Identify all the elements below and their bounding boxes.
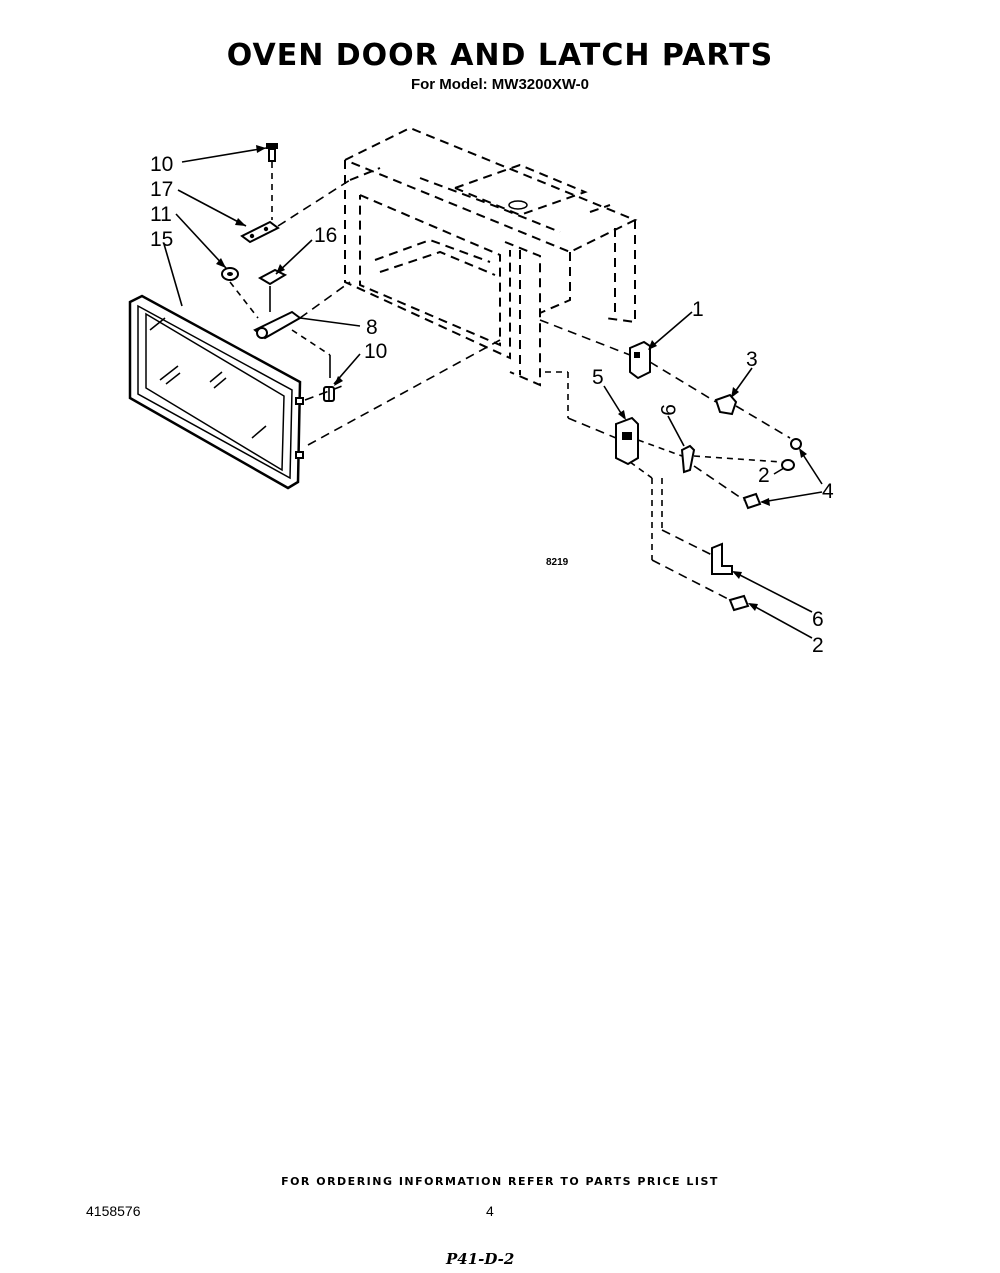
callout-17: 17 xyxy=(150,178,173,201)
callout-16: 16 xyxy=(314,224,337,247)
callout-3: 3 xyxy=(746,348,758,371)
callout-11: 11 xyxy=(150,203,172,226)
leader-lines xyxy=(163,145,823,639)
callout-10-top: 10 xyxy=(150,153,173,176)
page-title: OVEN DOOR AND LATCH PARTS xyxy=(226,38,774,73)
callout-6: 6 xyxy=(812,608,824,631)
ordering-note: FOR ORDERING INFORMATION REFER TO PARTS … xyxy=(281,1175,719,1188)
handwritten-note: P41-D-2 xyxy=(446,1250,515,1268)
callout-15: 15 xyxy=(150,228,173,251)
model-subtitle: For Model: MW3200XW-0 xyxy=(0,76,1000,93)
door-assembly xyxy=(128,294,304,490)
callout-2-lower: 2 xyxy=(812,634,824,657)
callout-8: 8 xyxy=(366,316,378,339)
figure-number: 8219 xyxy=(546,557,569,568)
hinge-parts xyxy=(221,143,501,446)
callout-1: 1 xyxy=(692,298,704,321)
model-label: For Model: xyxy=(410,76,488,93)
callout-2-upper: 2 xyxy=(758,464,770,487)
callout-4: 4 xyxy=(822,480,834,503)
callout-10-lower: 10 xyxy=(364,340,387,363)
callout-5: 5 xyxy=(592,366,604,389)
callout-9: 9 xyxy=(656,404,679,416)
document-part-number: 4158576 xyxy=(86,1203,141,1219)
latch-parts xyxy=(539,319,802,612)
page-number: 4 xyxy=(486,1203,494,1219)
oven-cavity-outline xyxy=(344,126,638,387)
model-number: MW3200XW-0 xyxy=(491,76,590,93)
